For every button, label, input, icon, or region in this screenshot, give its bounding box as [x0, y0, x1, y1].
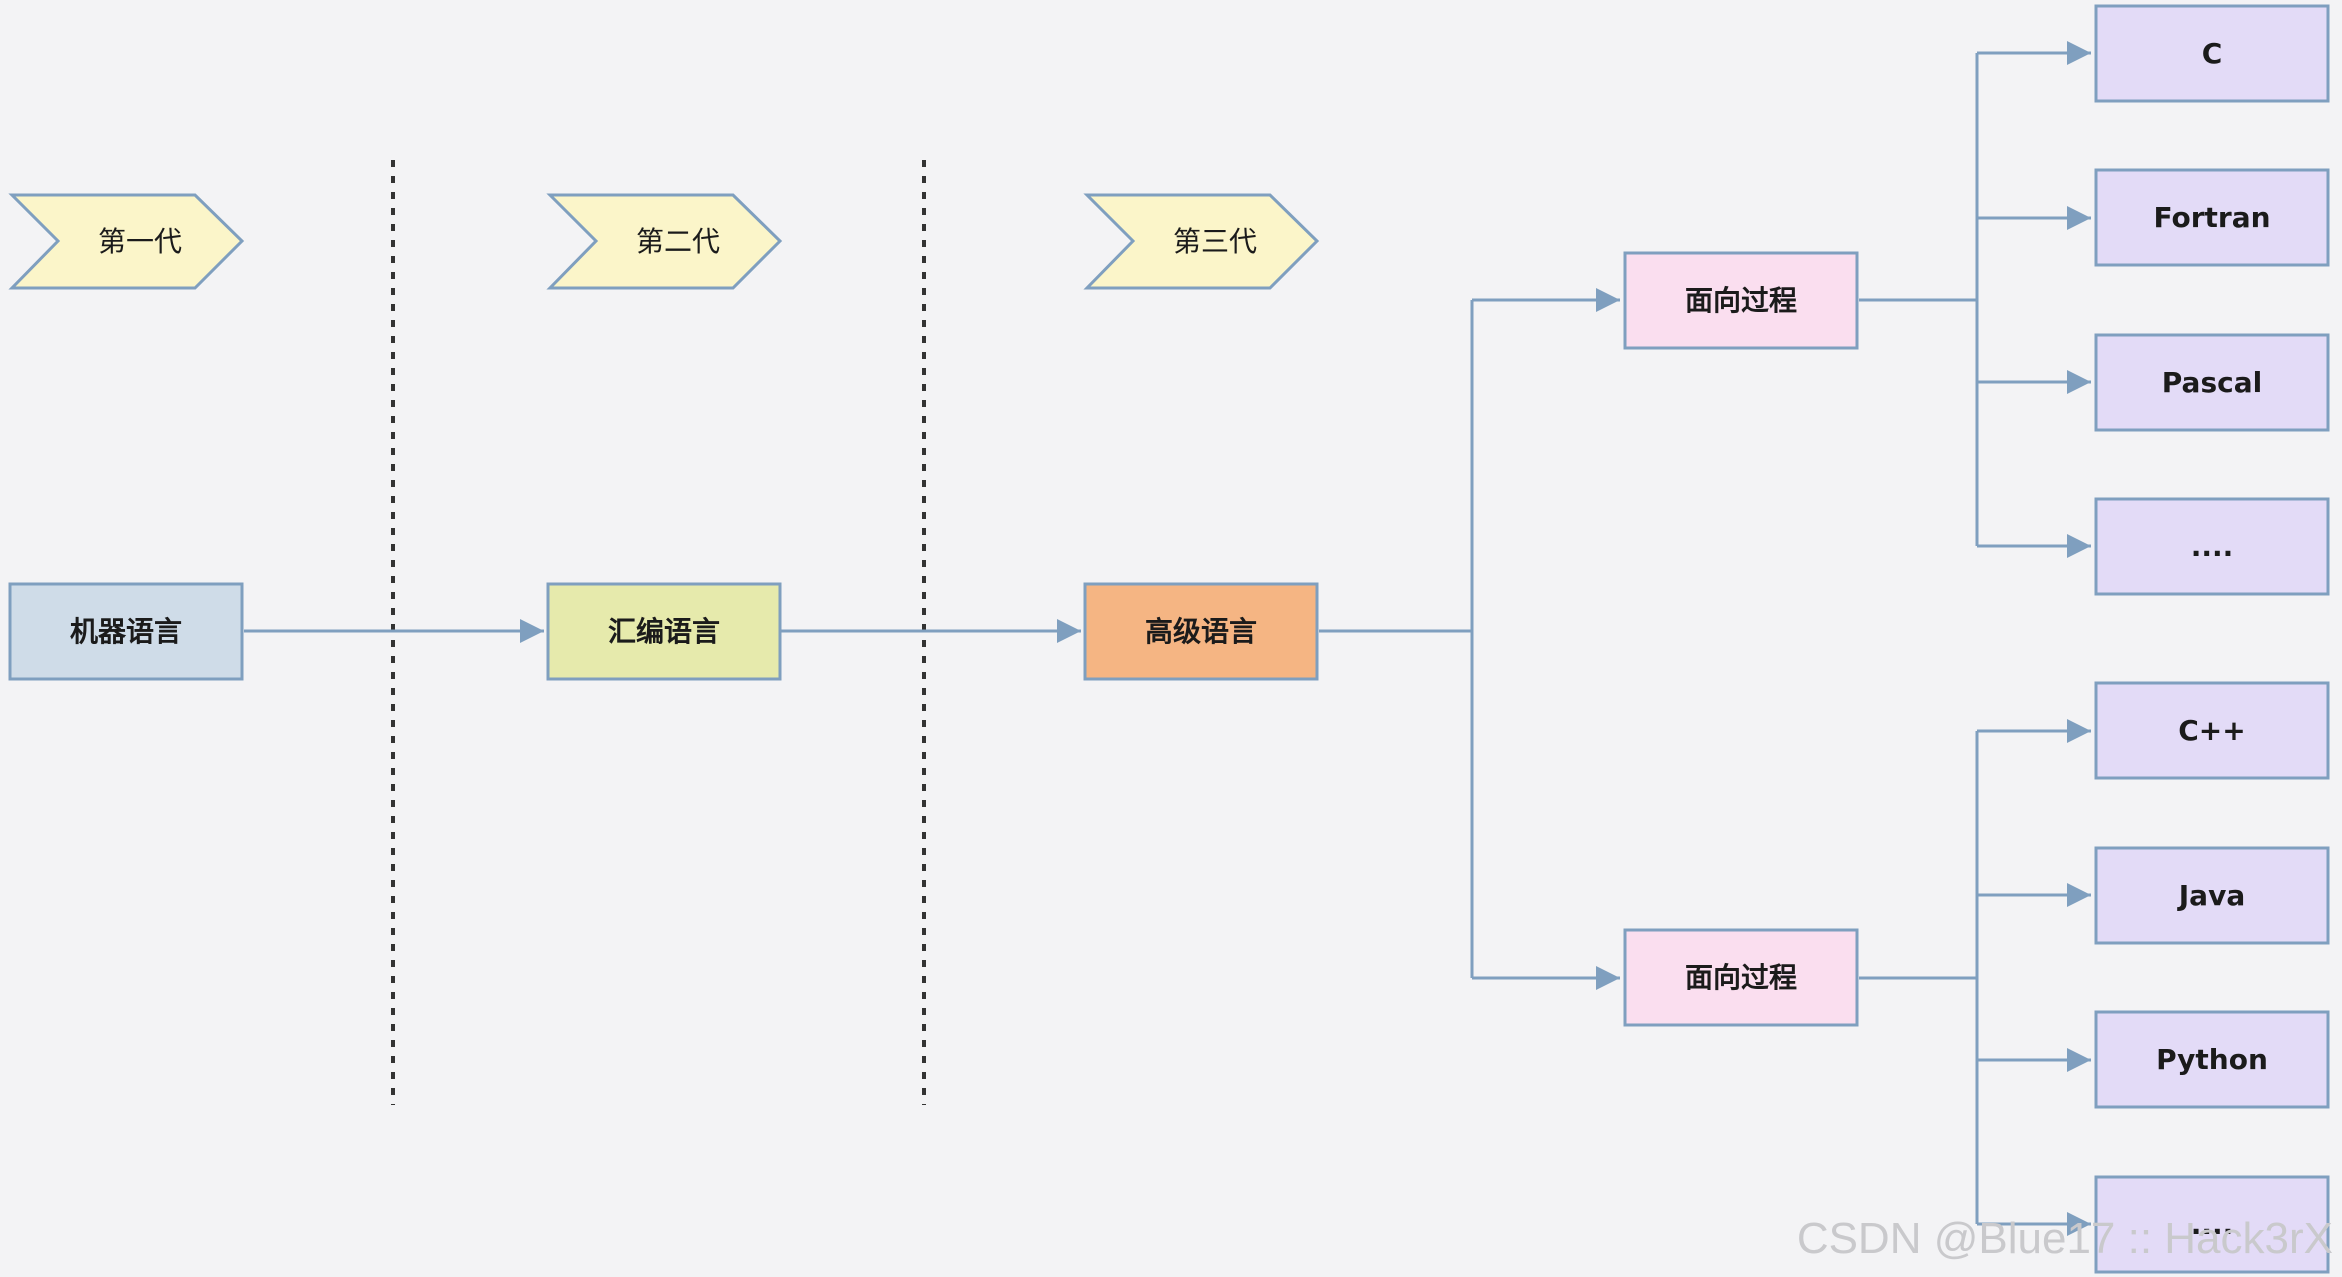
node-lang-cpp-label: C++: [2178, 714, 2245, 747]
node-assembly-language-label: 汇编语言: [608, 615, 720, 648]
node-high-level-language-label: 高级语言: [1145, 615, 1257, 648]
node-lang-python: Python: [2094, 1010, 2330, 1109]
node-high-level-language: 高级语言: [1083, 582, 1319, 681]
node-machine-language: 机器语言: [8, 582, 244, 681]
node-lang-java-label: Java: [2177, 879, 2245, 912]
node-lang-c-label: C: [2202, 37, 2223, 70]
node-paradigm-1: 面向过程: [1623, 251, 1859, 350]
generation-chevron-3: 第三代: [1083, 193, 1320, 290]
generation-label-3: 第三代: [1173, 225, 1257, 258]
connector-paradigm-2-to-languages: [1859, 731, 1979, 1224]
generation-label-1: 第一代: [98, 225, 182, 258]
node-paradigm-2: 面向过程: [1623, 928, 1859, 1027]
node-lang-fortran: Fortran: [2094, 168, 2330, 267]
generation-chevron-1: 第一代: [8, 193, 245, 290]
connector-paradigm-1-to-languages: [1859, 53, 1979, 546]
node-lang-pascal: Pascal: [2094, 333, 2330, 432]
generation-chevron-2: 第二代: [546, 193, 783, 290]
node-lang-python-label: Python: [2156, 1043, 2268, 1076]
node-lang-ellipsis-2: ....: [2094, 1175, 2330, 1274]
node-paradigm-1-label: 面向过程: [1685, 284, 1797, 317]
node-lang-c: C: [2094, 4, 2330, 103]
node-lang-ellipsis-2-label: ....: [2191, 1208, 2234, 1241]
watermark-text: CSDN @Blue17 :: Hack3rX: [1797, 1214, 2333, 1263]
connector-highlevel-to-paradigms: [1319, 300, 1474, 978]
node-lang-fortran-label: Fortran: [2153, 201, 2270, 234]
node-lang-ellipsis-1: ....: [2094, 497, 2330, 596]
node-lang-pascal-label: Pascal: [2162, 366, 2262, 399]
node-machine-language-label: 机器语言: [70, 615, 182, 648]
node-lang-ellipsis-1-label: ....: [2191, 530, 2234, 563]
node-lang-cpp: C++: [2094, 681, 2330, 780]
node-assembly-language: 汇编语言: [546, 582, 782, 681]
node-paradigm-2-label: 面向过程: [1685, 961, 1797, 994]
generation-label-2: 第二代: [636, 225, 720, 258]
node-lang-java: Java: [2094, 846, 2330, 945]
